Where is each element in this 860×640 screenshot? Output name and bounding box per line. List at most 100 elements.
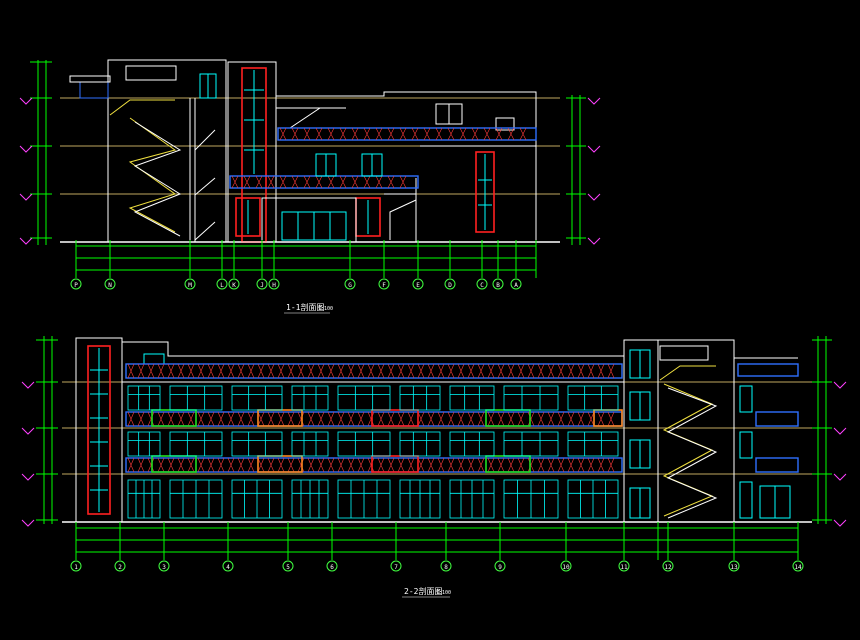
section-2-axis-bubbles: 1 2 3 4 5 6 7 8 9 10 11 12 13 14	[70, 560, 804, 572]
window	[399, 431, 441, 457]
svg-text:3: 3	[162, 564, 166, 571]
section-1-title: 1-1剖面图 1:100	[284, 302, 333, 314]
svg-text:5: 5	[286, 564, 290, 571]
axis-bubble: F	[378, 278, 390, 290]
window	[449, 385, 495, 411]
section-1-core-wall	[227, 61, 277, 243]
section-1-railing-lower	[229, 175, 419, 189]
svg-text:1: 1	[74, 564, 78, 571]
window	[127, 385, 161, 411]
section-2-dimension-chain	[75, 522, 799, 560]
axis-bubble: B	[492, 278, 504, 290]
svg-text:J: J	[260, 282, 264, 289]
axis-bubble: 11	[618, 560, 630, 572]
svg-text:G: G	[348, 282, 352, 289]
window	[291, 431, 329, 457]
svg-text:N: N	[108, 282, 112, 289]
window	[503, 431, 559, 457]
axis-bubble: 14	[792, 560, 804, 572]
axis-bubble: 13	[728, 560, 740, 572]
svg-text:2-2剖面图: 2-2剖面图	[404, 586, 442, 596]
window	[127, 431, 161, 457]
axis-bubble: 7	[390, 560, 402, 572]
section-1-windows	[315, 153, 383, 177]
section-2-stair-core	[623, 339, 735, 523]
svg-text:1:100: 1:100	[318, 306, 333, 312]
section-2-railing-top	[125, 363, 623, 379]
section-2-right-annex	[733, 357, 799, 522]
section-1-axis-bubbles: P N M L K J H G F E D C B A	[70, 278, 522, 290]
axis-bubble: 9	[494, 560, 506, 572]
section-1-red-frame-tall	[475, 151, 495, 233]
window	[231, 431, 283, 457]
axis-bubble: N	[104, 278, 116, 290]
axis-bubble: 12	[662, 560, 674, 572]
axis-bubble: 1	[70, 560, 82, 572]
svg-text:14: 14	[794, 564, 802, 571]
section-1-red-frame-windows	[247, 154, 492, 234]
svg-text:F: F	[382, 282, 386, 289]
axis-bubble: 4	[222, 560, 234, 572]
svg-text:K: K	[232, 282, 236, 289]
window	[567, 431, 619, 457]
section-2-left-levels	[21, 336, 58, 527]
window	[567, 385, 619, 411]
section-1-entrance-doors	[281, 211, 347, 241]
section-1-elevator-windows	[244, 70, 264, 174]
window	[449, 431, 495, 457]
svg-text:7: 7	[394, 564, 398, 571]
section-1-main-outline	[276, 91, 537, 242]
section-1-left-levels	[19, 60, 52, 245]
section-2-2: 1 2 3 4 5 6 7 8 9 10 11 12 13 14 2-2剖面图 …	[21, 336, 847, 598]
svg-text:12: 12	[664, 564, 672, 571]
svg-text:A: A	[514, 282, 518, 289]
section-2-color-panels	[151, 409, 623, 473]
section-1-right-levels	[566, 95, 601, 245]
window	[337, 431, 391, 457]
red-panel	[371, 409, 419, 427]
section-2-right-levels	[812, 336, 847, 527]
window	[169, 385, 223, 411]
section-2-windows	[127, 385, 619, 519]
svg-text:C: C	[480, 282, 484, 289]
axis-bubble: 2	[114, 560, 126, 572]
svg-text:B: B	[496, 282, 500, 289]
svg-text:6: 6	[330, 564, 334, 571]
axis-bubble: 10	[560, 560, 572, 572]
axis-bubble: C	[476, 278, 488, 290]
window	[399, 385, 441, 411]
axis-bubble: D	[444, 278, 456, 290]
window	[169, 431, 223, 457]
svg-text:D: D	[448, 282, 452, 289]
section-1-red-frame-left	[235, 197, 261, 237]
section-1-stair-block	[69, 59, 227, 243]
window	[291, 385, 329, 411]
svg-text:M: M	[188, 282, 192, 289]
svg-text:11: 11	[620, 564, 628, 571]
svg-text:2: 2	[118, 564, 122, 571]
axis-bubble: 6	[326, 560, 338, 572]
svg-text:4: 4	[226, 564, 230, 571]
red-panel	[371, 455, 419, 473]
svg-text:E: E	[416, 282, 420, 289]
axis-bubble: 3	[158, 560, 170, 572]
axis-bubble: E	[412, 278, 424, 290]
svg-text:1:100: 1:100	[436, 590, 451, 596]
section-2-floor-lines	[62, 381, 812, 475]
svg-text:10: 10	[562, 564, 570, 571]
svg-text:P: P	[74, 282, 78, 289]
section-1-1: P N M L K J H G F E D C B A 1-1剖面图 1:100	[19, 59, 601, 314]
svg-text:1-1剖面图: 1-1剖面图	[286, 302, 324, 312]
section-2-elevator-windows	[90, 348, 108, 512]
window	[231, 385, 283, 411]
section-2-title: 2-2剖面图 1:100	[402, 586, 451, 598]
axis-bubble: 5	[282, 560, 294, 572]
svg-text:13: 13	[730, 564, 738, 571]
section-2-railing-floor2	[125, 457, 623, 473]
axis-bubble: 8	[440, 560, 452, 572]
axis-bubble: K	[228, 278, 240, 290]
axis-bubble: G	[344, 278, 356, 290]
section-1-railing-upper	[277, 127, 537, 141]
axis-bubble: J	[256, 278, 268, 290]
